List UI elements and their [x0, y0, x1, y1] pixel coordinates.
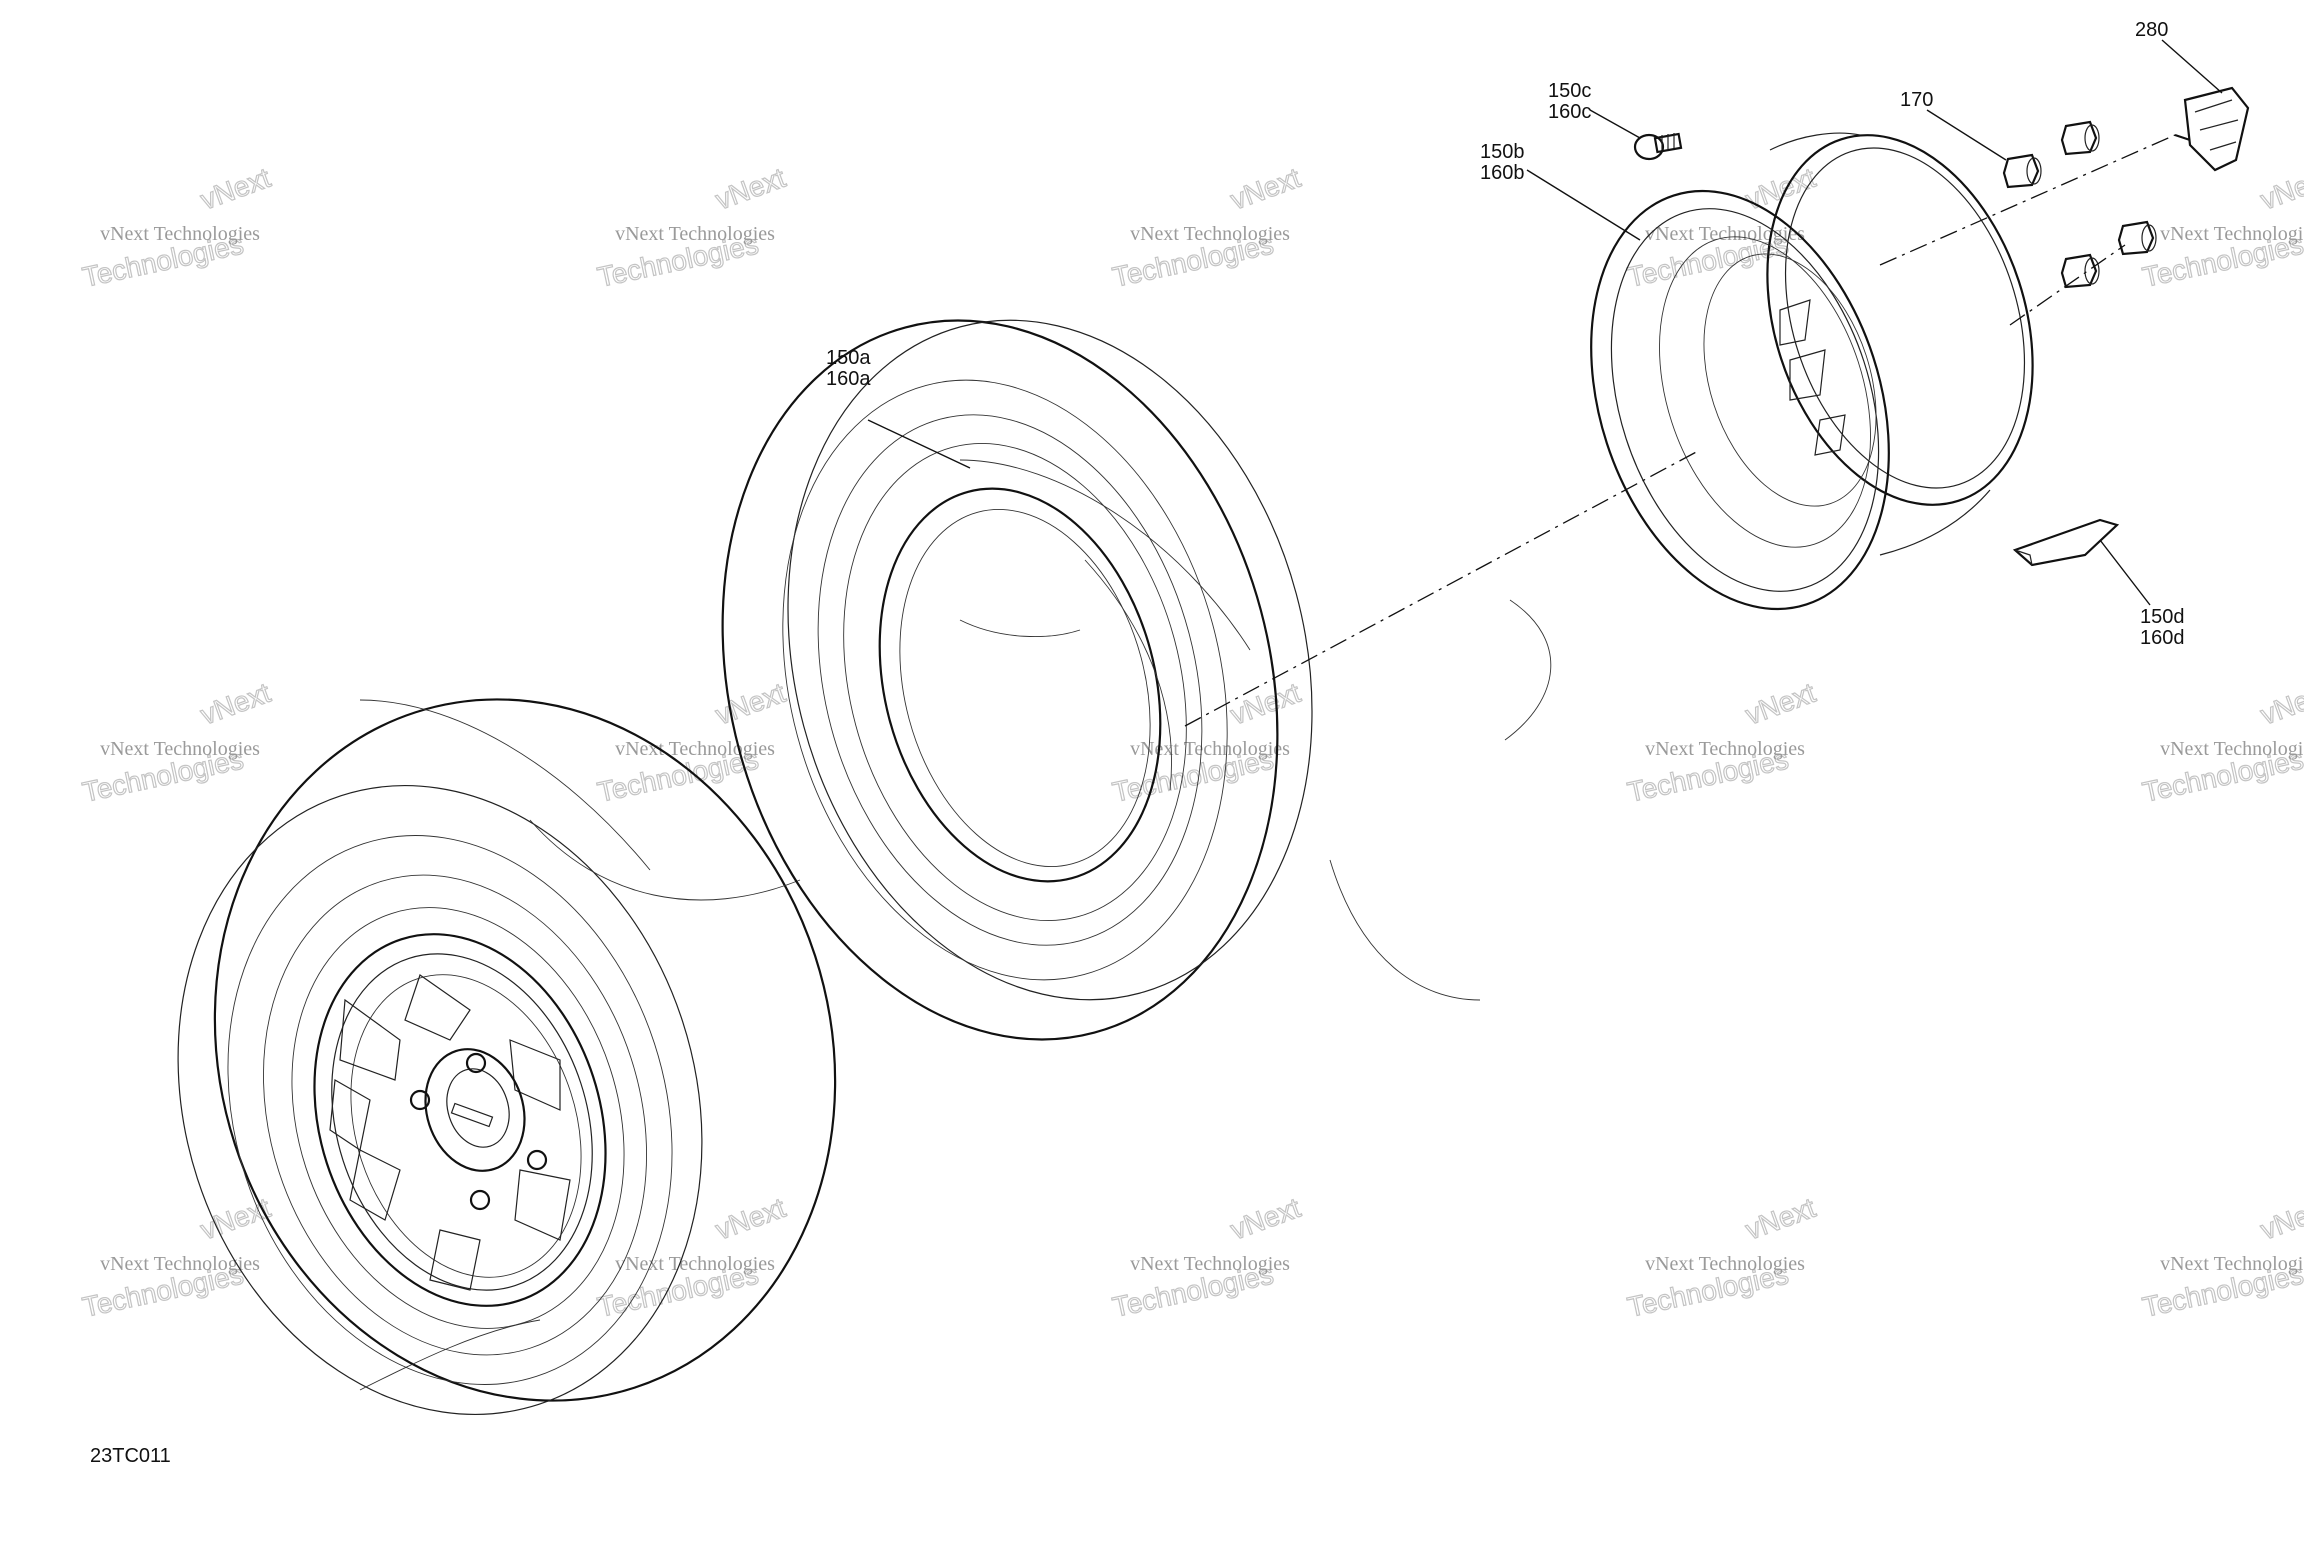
watermark-line1: vNext Technologies — [1645, 1253, 1805, 1275]
watermark-arc: vNext — [2256, 677, 2304, 731]
assembly-axis — [1184, 449, 1701, 727]
callout-160b: 160b — [1480, 162, 1525, 184]
watermark-arc: vNext — [2256, 1192, 2304, 1246]
watermark-arc: vNext — [196, 162, 274, 216]
watermark-arc: vNext — [2256, 162, 2304, 216]
watermark-arc: vNext — [1226, 162, 1304, 216]
watermark-line1: vNext Technologies — [1645, 738, 1805, 760]
callout-labels: 280 170 150c 160c 150b 160b 150a 160a 15… — [826, 19, 2185, 649]
rim-icon — [1590, 132, 2034, 611]
assembled-wheel-icon — [177, 698, 837, 1415]
figure-code: 23TC011 — [90, 1445, 171, 1467]
watermark-line1: vNext Technologies — [615, 738, 775, 760]
watermark-arc: vNext — [196, 677, 274, 731]
watermark-arc: vNext — [1741, 677, 1819, 731]
watermark-arc: vNext — [711, 677, 789, 731]
callout-160d: 160d — [2140, 627, 2185, 649]
watermark-arc: vNext — [196, 1192, 274, 1246]
watermark-line1: vNext Technologies — [1130, 738, 1290, 760]
wheel-weight-icon — [2012, 518, 2120, 567]
callout-170: 170 — [1900, 89, 1933, 111]
alloy-rim-icon — [313, 933, 607, 1307]
leader-lines — [867, 39, 2223, 606]
callout-150d: 150d — [2140, 606, 2185, 628]
watermark-arc: vNext — [1741, 162, 1819, 216]
watermark-arc: vNext — [711, 1192, 789, 1246]
watermark-arc: vNext — [1226, 1192, 1304, 1246]
watermark-line1: vNext Technologies — [1130, 223, 1290, 245]
callout-150c: 150c — [1548, 80, 1591, 102]
watermark-line1: vNext Technologies — [2160, 738, 2304, 760]
watermark-line1: vNext Technologies — [2160, 1253, 2304, 1275]
center-cap-icon — [2174, 86, 2250, 172]
callout-160c: 160c — [1548, 101, 1591, 123]
lug-axis-lower — [2009, 244, 2126, 326]
lug-axis-upper — [1879, 134, 2176, 266]
tire-icon — [721, 319, 1552, 1041]
callout-150b: 150b — [1480, 141, 1525, 163]
callout-150a: 150a — [826, 347, 871, 369]
watermark-line1: vNext Technologies — [100, 1253, 260, 1275]
watermark-line1: vNext Technologies — [100, 738, 260, 760]
watermark-arc: vNext — [1741, 1192, 1819, 1246]
watermark-line1: vNext Technologies — [615, 1253, 775, 1275]
lug-nut-icon — [2002, 120, 2157, 289]
valve-stem-icon — [1633, 132, 1683, 161]
watermark-line1: vNext Technologies — [1645, 223, 1805, 245]
watermark-arc: vNext — [1226, 677, 1304, 731]
watermark-line1: vNext Technologies — [1130, 1253, 1290, 1275]
watermark-line1: vNext Technologies — [2160, 223, 2304, 245]
watermark-line1: vNext Technologies — [615, 223, 775, 245]
callout-280: 280 — [2135, 19, 2168, 41]
callout-160a: 160a — [826, 368, 871, 390]
watermark-line1: vNext Technologies — [100, 223, 260, 245]
watermark-arc: vNext — [711, 162, 789, 216]
